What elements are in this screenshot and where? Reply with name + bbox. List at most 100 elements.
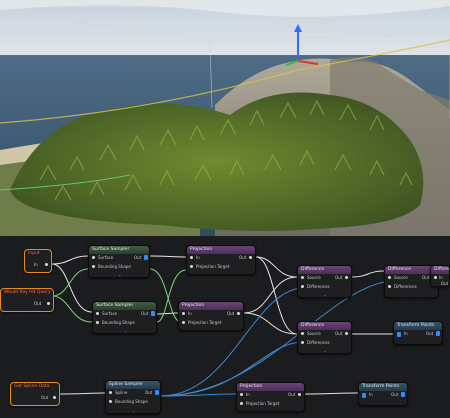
input-pin[interactable]	[388, 285, 391, 288]
chevron-down-icon[interactable]: ⌄	[124, 328, 128, 333]
node-title: Projection	[187, 246, 255, 254]
pin-label: Out	[145, 390, 153, 395]
pin-label: Projection Target	[196, 264, 230, 269]
chevron-down-icon[interactable]: ⌄	[323, 348, 327, 353]
input-pin[interactable]	[109, 391, 112, 394]
pin-label: Source	[307, 331, 321, 336]
pin-label: Out	[41, 395, 49, 400]
output-pin[interactable]	[298, 393, 301, 396]
input-pin[interactable]	[240, 393, 243, 396]
pin-label: Out	[335, 275, 343, 280]
input-node[interactable]: Input In	[24, 249, 52, 273]
pin-label: Out	[227, 311, 235, 316]
difference-node[interactable]: Difference In Out	[430, 265, 450, 287]
pin-label: Out	[239, 255, 247, 260]
input-pin[interactable]	[109, 400, 112, 403]
output-pin[interactable]	[249, 256, 252, 259]
would-ray-hit-query-node[interactable]: Would Ray Hit Query Out	[0, 288, 54, 312]
pin-label: Out	[288, 392, 296, 397]
input-pin[interactable]	[301, 341, 304, 344]
pin-label: In	[196, 255, 200, 260]
pin-label: In	[188, 311, 192, 316]
input-pin[interactable]	[240, 402, 243, 405]
node-title: Projection	[179, 302, 243, 310]
input-pin[interactable]	[397, 332, 401, 337]
projection-node[interactable]: Projection In Projection Target Out	[178, 301, 244, 331]
input-pin[interactable]	[96, 321, 99, 324]
transform-points-node[interactable]: Transform Points In Out	[393, 321, 443, 345]
output-pin[interactable]	[401, 392, 405, 397]
node-title: Would Ray Hit Query	[4, 290, 51, 295]
node-title: Get Spline Data	[14, 384, 50, 389]
node-title: Surface Sampler	[93, 302, 156, 310]
pin-label: Out	[134, 255, 142, 260]
input-pin[interactable]	[182, 321, 185, 324]
node-title: Difference	[385, 266, 438, 274]
input-pin[interactable]	[190, 256, 193, 259]
projection-node[interactable]: Projection In Projection Target Out	[186, 245, 256, 275]
pin-label: Differences	[394, 284, 417, 289]
pin-label: In	[404, 331, 408, 336]
node-title: Difference	[298, 266, 351, 274]
transform-gizmo[interactable]	[285, 24, 319, 66]
node-title: Input	[28, 251, 40, 256]
node-graph-editor[interactable]: Input In Would Ray Hit Query Out Get Spl…	[0, 236, 450, 418]
input-pin[interactable]	[190, 265, 193, 268]
input-pin[interactable]	[301, 285, 304, 288]
pin-label: Source	[307, 275, 321, 280]
projection-node[interactable]: Projection In Projection Target Out	[236, 382, 305, 412]
pin-label: Bounding Shape	[102, 320, 135, 325]
pin-label: Out	[141, 311, 149, 316]
pin-label: Out	[335, 331, 343, 336]
3d-viewport[interactable]	[0, 0, 450, 236]
transform-points-node[interactable]: Transform Points In Out	[358, 382, 408, 406]
chevron-down-icon[interactable]: ⌄	[118, 272, 122, 277]
pin-label: Differences	[307, 284, 330, 289]
input-pin[interactable]	[388, 276, 391, 279]
surface-sampler-node[interactable]: Surface Sampler Surface Bounding Shape O…	[92, 301, 157, 334]
pin-label: Out	[426, 331, 434, 336]
input-pin[interactable]	[182, 312, 185, 315]
spline-sampler-node[interactable]: Spline Sampler Spline Bounding Shape Out…	[105, 380, 161, 414]
output-pin[interactable]	[345, 332, 348, 335]
pin-label: Differences	[307, 340, 330, 345]
input-pin[interactable]	[301, 332, 304, 335]
pin-label: Out	[441, 281, 449, 286]
node-title: Spline Sampler	[106, 381, 160, 389]
get-spline-data-node[interactable]: Get Spline Data Out	[10, 382, 60, 406]
output-pin[interactable]	[345, 276, 348, 279]
pin-label: Bounding Shape	[98, 264, 131, 269]
output-pin[interactable]	[237, 312, 240, 315]
input-pin[interactable]	[434, 276, 437, 279]
pin-label: In	[246, 392, 250, 397]
node-title: Surface Sampler	[89, 246, 149, 254]
pin-label: Out	[34, 301, 42, 306]
input-pin[interactable]	[301, 276, 304, 279]
output-pin[interactable]	[47, 302, 50, 305]
input-pin[interactable]	[362, 393, 366, 398]
output-pin[interactable]	[155, 390, 159, 395]
chevron-down-icon[interactable]: ⌄	[132, 408, 136, 413]
difference-node[interactable]: Difference Source Differences Out	[384, 265, 439, 298]
input-pin[interactable]	[92, 256, 95, 259]
difference-node[interactable]: Difference Source Differences Out ⌄	[297, 265, 352, 298]
output-pin[interactable]	[144, 255, 148, 260]
output-pin[interactable]	[45, 263, 48, 266]
pin-label: Bounding Shape	[115, 399, 148, 404]
input-pin[interactable]	[92, 265, 95, 268]
viewport-scene	[0, 0, 450, 236]
pin-label: Out	[422, 275, 430, 280]
pin-label: In	[369, 392, 373, 397]
pin-label: In	[34, 262, 38, 267]
difference-node[interactable]: Difference Source Differences Out ⌄	[297, 321, 352, 354]
pin-label: Surface	[98, 255, 114, 260]
output-pin[interactable]	[436, 331, 440, 336]
pin-label: Out	[391, 392, 399, 397]
input-pin[interactable]	[96, 312, 99, 315]
pin-label: Source	[394, 275, 408, 280]
output-pin[interactable]	[53, 396, 56, 399]
pin-label: In	[439, 275, 443, 280]
surface-sampler-node[interactable]: Surface Sampler Surface Bounding Shape O…	[88, 245, 150, 278]
output-pin[interactable]	[151, 311, 155, 316]
chevron-down-icon[interactable]: ⌄	[323, 292, 327, 297]
